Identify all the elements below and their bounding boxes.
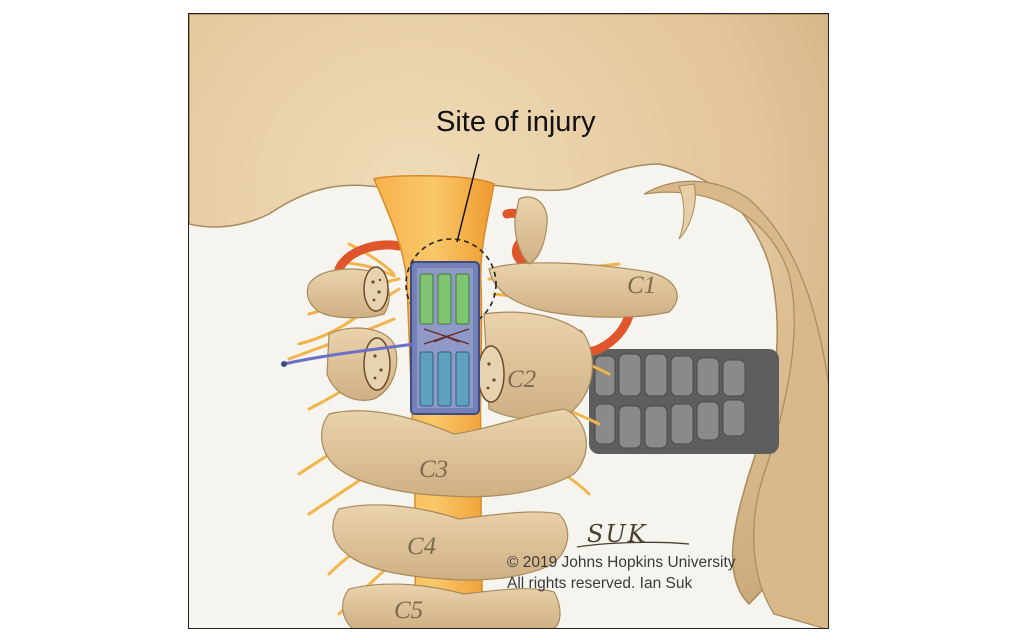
illustration-frame: Site of injury C1 C2 C3 C4 C5 SUK © 2019… (188, 13, 829, 629)
mandible (643, 180, 828, 628)
vertebra-c3 (321, 408, 587, 498)
teeth (589, 349, 779, 454)
injury-site-outline (405, 238, 497, 330)
vertebra-c5 (342, 583, 561, 628)
anatomy-illustration (189, 14, 828, 628)
label-c1: C1 (627, 272, 657, 299)
skull (189, 14, 828, 606)
label-c2: C2 (507, 366, 537, 393)
dens (514, 196, 548, 265)
copyright-line-2: All rights reserved. Ian Suk (507, 575, 693, 592)
signature-flourish (576, 541, 690, 548)
label-c4: C4 (407, 533, 437, 560)
label-c3: C3 (419, 456, 449, 483)
copyright-line-1: © 2019 Johns Hopkins University (507, 554, 736, 571)
site-of-injury-label: Site of injury (436, 106, 596, 138)
callout-leader-line (456, 153, 480, 243)
spinal-implant (410, 261, 480, 415)
vertebra-c1 (306, 262, 678, 319)
copyright-notice: © 2019 Johns Hopkins University All righ… (507, 552, 736, 594)
vertebra-c4 (332, 504, 569, 581)
label-c5: C5 (394, 597, 424, 624)
implant-lead-wire (283, 342, 415, 366)
artist-signature: SUK (587, 520, 648, 548)
styloid-process (678, 183, 696, 240)
electrode-array-blue (419, 351, 470, 407)
vertebra-c2 (326, 311, 593, 421)
electrode-array-green (419, 273, 470, 325)
